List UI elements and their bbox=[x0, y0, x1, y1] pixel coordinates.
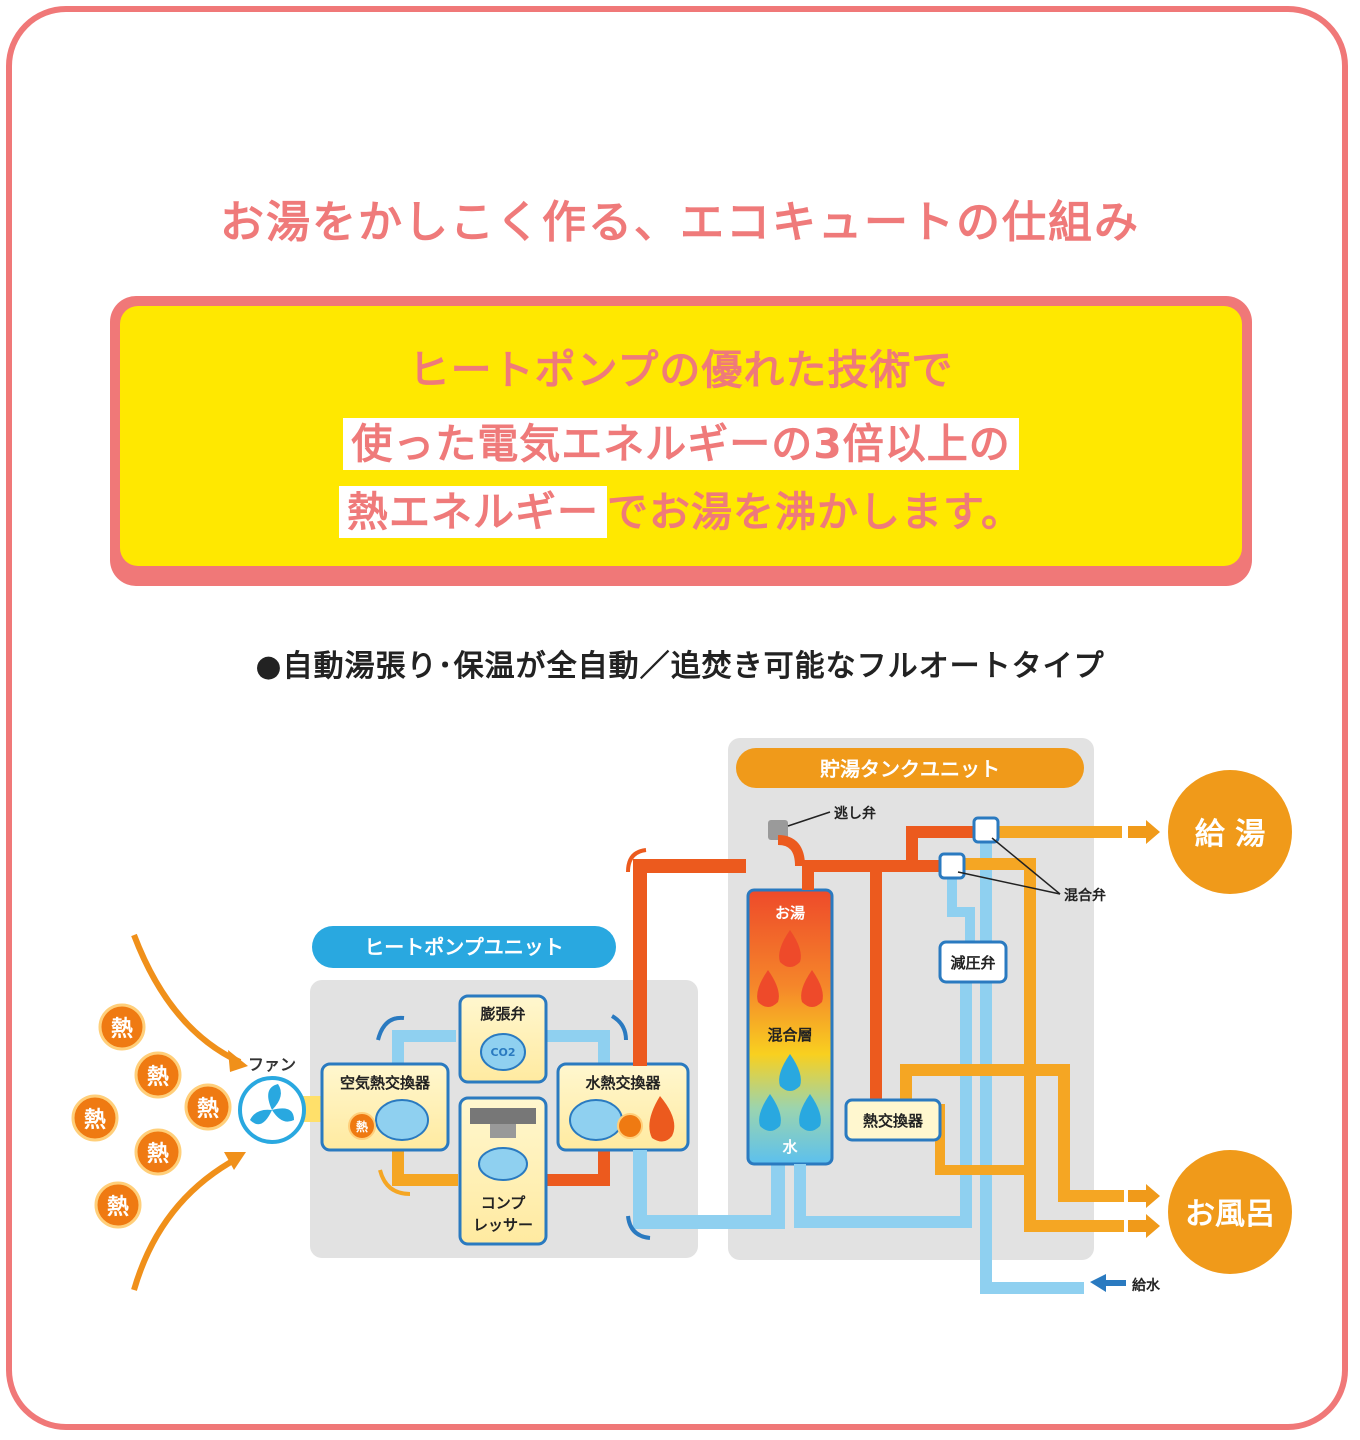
refrigerant-pipe-cold-right bbox=[546, 1030, 610, 1066]
heat-exchanger bbox=[844, 1098, 942, 1142]
supply-water-arrow-icon bbox=[1090, 1274, 1126, 1292]
mixing-valve-leader bbox=[957, 871, 1061, 895]
pressure-valve-label: 減圧弁 bbox=[950, 954, 995, 972]
air-heat-exchanger-label: 空気熱交換器 bbox=[340, 1074, 431, 1092]
mixing-valve-leader bbox=[991, 837, 1061, 895]
relief-valve-pipe bbox=[777, 835, 805, 867]
tank-water-label: 水 bbox=[782, 1138, 798, 1156]
heat-label: 熱 bbox=[147, 1064, 169, 1090]
relief-valve-leader bbox=[787, 811, 831, 827]
heat-particle bbox=[617, 1113, 643, 1139]
flow-arrow bbox=[378, 1169, 411, 1196]
compressor-label-2: レッサー bbox=[473, 1216, 533, 1234]
flow-arrow bbox=[626, 1215, 651, 1240]
water-heat-exchanger-label: 水熱交換器 bbox=[585, 1074, 661, 1092]
cold-water-pipe-from-tank bbox=[633, 1150, 785, 1229]
callout-line-3-highlight: 熱エネルギー bbox=[339, 486, 608, 538]
heat-label: 熱 bbox=[84, 1107, 106, 1133]
heat-particle bbox=[348, 1112, 376, 1140]
tank-hot-label: お湯 bbox=[775, 904, 805, 922]
bath-circle bbox=[1168, 1150, 1292, 1274]
tank-mixed-label: 混合層 bbox=[767, 1026, 812, 1044]
fan-label: ファン bbox=[248, 1055, 296, 1074]
bath-label: お風呂 bbox=[1185, 1197, 1275, 1232]
heat-label: 熱 bbox=[107, 1194, 129, 1220]
callout-line-1: ヒートポンプの優れた技術で bbox=[408, 346, 954, 394]
bath-arrow-icon bbox=[1128, 1214, 1160, 1238]
supply-water-label: 給水 bbox=[1132, 1277, 1161, 1294]
flow-arrow bbox=[626, 848, 647, 873]
mixing-cold-pipe bbox=[947, 878, 975, 944]
refrigerant-pipe-warm bbox=[392, 1150, 458, 1186]
hot-water-pipe-to-tank bbox=[633, 859, 746, 1066]
co2-character bbox=[480, 1033, 526, 1071]
heat-pump-unit-badge bbox=[312, 926, 616, 968]
heat-inflow-arrow-top bbox=[131, 933, 242, 1065]
heat-label: 熱 bbox=[197, 1096, 219, 1122]
heat-label: 熱 bbox=[147, 1141, 169, 1167]
flow-arrow bbox=[610, 1014, 628, 1041]
tank-unit-badge bbox=[736, 748, 1084, 788]
heat-pump-unit-label: ヒートポンプユニット bbox=[364, 935, 563, 959]
page-title: お湯をかしこく作る、エコキュートの仕組み bbox=[220, 197, 1140, 248]
tank-drop-icons bbox=[757, 930, 823, 1131]
hot-supply-arrow-icon bbox=[1128, 820, 1160, 844]
hot-supply-label: 給 湯 bbox=[1195, 817, 1265, 852]
bath-reheat-pipe bbox=[900, 1064, 1124, 1202]
heat-label: 熱 bbox=[356, 1119, 368, 1134]
callout-inner: ヒートポンプの優れた技術で 使った電気エネルギーの3倍以上の 熱エネルギーでお湯… bbox=[120, 306, 1242, 566]
hot-water-drop-icon bbox=[649, 1096, 675, 1142]
fan-blades bbox=[250, 1084, 294, 1125]
mixing-valve-top bbox=[972, 816, 1000, 844]
cold-return-pipe bbox=[794, 964, 972, 1228]
refrigerant-pipe-cold-left bbox=[392, 1030, 456, 1066]
compressor-label-1: コンプ bbox=[481, 1194, 527, 1212]
co2-character bbox=[478, 1147, 528, 1181]
compressor-piston bbox=[470, 1108, 536, 1124]
supply-water-pipe bbox=[980, 832, 1084, 1294]
callout-line-3-rest: でお湯を沸かします。 bbox=[607, 488, 1023, 536]
heat-particles: 熱 熱 熱 熱 熱 熱 bbox=[71, 1003, 232, 1229]
heat-inflow-arrowhead-bottom bbox=[224, 1152, 246, 1170]
bath-supply-pipe bbox=[964, 858, 1124, 1232]
compressor-rod bbox=[490, 1124, 516, 1138]
mixing-valve-bottom bbox=[938, 852, 966, 880]
callout-line-2-highlight: 使った電気エネルギーの3倍以上の bbox=[343, 418, 1019, 470]
co2-character bbox=[375, 1099, 429, 1141]
heat-exchanger-label: 熱交換器 bbox=[863, 1112, 924, 1130]
callout-box: ヒートポンプの優れた技術で 使った電気エネルギーの3倍以上の 熱エネルギーでお湯… bbox=[110, 296, 1252, 586]
refrigerant-pipe-hot bbox=[546, 1150, 610, 1186]
heat-inflow-arrow-bottom bbox=[131, 1155, 240, 1291]
callout-line-2: 使った電気エネルギーの3倍以上の bbox=[120, 410, 1242, 470]
flow-arrow bbox=[376, 1015, 405, 1041]
relief-valve bbox=[768, 820, 788, 840]
system-type-heading: ●自動湯張り･保温が全自動／追焚き可能なフルオートタイプ bbox=[255, 649, 1105, 684]
pressure-reducing-valve bbox=[938, 940, 1008, 984]
co2-character bbox=[569, 1099, 623, 1141]
hot-supply-circle bbox=[1168, 770, 1292, 894]
co2-label: CO2 bbox=[490, 1046, 515, 1059]
mixing-valve-label: 混合弁 bbox=[1064, 887, 1106, 904]
heat-inflow-arrowhead-top bbox=[228, 1050, 248, 1072]
tank-unit-label: 貯湯タンクユニット bbox=[820, 757, 1000, 781]
heat-label: 熱 bbox=[111, 1016, 133, 1042]
hot-supply-pipe bbox=[906, 826, 974, 860]
callout-line-3: 熱エネルギーでお湯を沸かします。 bbox=[120, 478, 1242, 538]
bath-arrow-icon bbox=[1128, 1184, 1160, 1208]
expansion-valve-label: 膨張弁 bbox=[480, 1005, 525, 1023]
relief-valve-label: 逃し弁 bbox=[834, 805, 876, 822]
